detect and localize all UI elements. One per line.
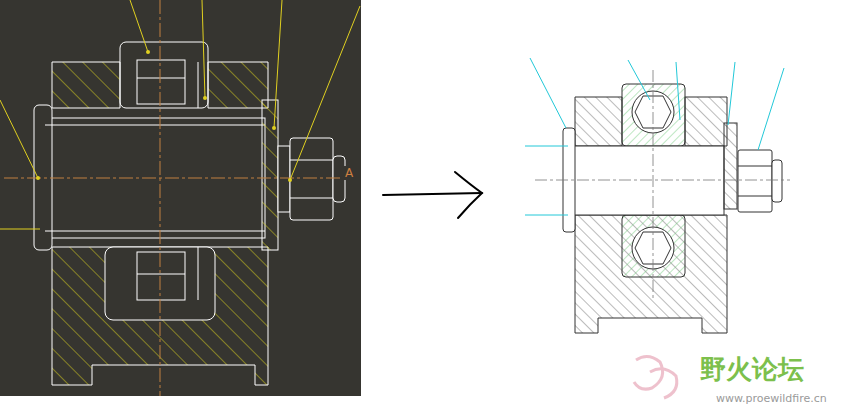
leader-lines-left bbox=[0, 100, 38, 178]
bearing-right bbox=[622, 84, 685, 146]
center-lines-left bbox=[160, 0, 161, 396]
leader-dots-left bbox=[288, 178, 292, 182]
watermark-logo bbox=[634, 356, 677, 398]
bearing-left bbox=[137, 78, 185, 79]
housing-left bbox=[52, 62, 120, 108]
center-lines-left bbox=[4, 0, 340, 396]
shaft-left bbox=[45, 231, 265, 232]
leader-lines-right bbox=[628, 60, 650, 100]
housing-right bbox=[575, 215, 727, 333]
bearing-left bbox=[198, 247, 199, 300]
nut-right bbox=[724, 123, 737, 209]
transform-arrow bbox=[383, 193, 482, 195]
leader-dots-left bbox=[272, 126, 276, 130]
dark-panel bbox=[0, 0, 361, 396]
leader-lines-right bbox=[530, 58, 566, 128]
bearing-left bbox=[198, 62, 199, 108]
center-lines-right bbox=[653, 70, 654, 300]
leader-lines-left bbox=[290, 6, 360, 180]
shaft-right bbox=[568, 146, 724, 215]
transform-arrow bbox=[383, 172, 482, 218]
view-label: A bbox=[343, 166, 355, 180]
dark-panel bbox=[0, 0, 361, 396]
watermark-text: 野火论坛 bbox=[700, 356, 804, 382]
leader-lines-right bbox=[525, 58, 784, 215]
leader-lines-right bbox=[525, 146, 568, 147]
bearing-left bbox=[120, 42, 208, 108]
nut-left bbox=[290, 138, 333, 220]
nut-right bbox=[738, 166, 772, 167]
nut-left bbox=[290, 198, 333, 199]
watermark-logo bbox=[650, 369, 677, 398]
leader-lines-left bbox=[0, 229, 40, 230]
nut-right bbox=[724, 123, 782, 212]
bearing-left bbox=[137, 252, 185, 300]
leader-dots-left bbox=[146, 50, 150, 54]
watermark-logo bbox=[634, 356, 663, 389]
leader-lines-left bbox=[274, 0, 282, 128]
shaft-left bbox=[45, 125, 265, 126]
nut-left bbox=[278, 146, 290, 212]
nut-left bbox=[262, 100, 278, 250]
bearing-left bbox=[137, 274, 185, 275]
leader-lines-left bbox=[202, 0, 205, 98]
leader-lines-right bbox=[728, 62, 735, 125]
housing-right bbox=[575, 97, 622, 146]
center-lines-right bbox=[535, 70, 790, 300]
nut-left bbox=[290, 160, 333, 161]
bearing-left bbox=[137, 60, 185, 104]
housing-right bbox=[685, 97, 727, 146]
bearing-right bbox=[622, 215, 685, 277]
nut-right bbox=[772, 160, 782, 202]
leader-lines-right bbox=[525, 215, 568, 216]
leader-lines-right bbox=[676, 62, 680, 120]
leader-lines-left bbox=[0, 0, 360, 229]
transform-arrow bbox=[455, 172, 482, 218]
watermark-url: www.proewildfire.cn bbox=[716, 393, 827, 404]
shaft-left bbox=[34, 105, 52, 250]
center-lines-right bbox=[535, 180, 790, 181]
nut-right bbox=[738, 150, 772, 212]
leader-dots-left bbox=[36, 176, 40, 180]
housing-left bbox=[208, 62, 268, 108]
leader-dots-left bbox=[36, 50, 292, 182]
leader-lines-right bbox=[758, 68, 784, 150]
leader-lines-left bbox=[130, 0, 148, 52]
leader-dots-left bbox=[203, 96, 207, 100]
nut-right bbox=[738, 196, 772, 197]
